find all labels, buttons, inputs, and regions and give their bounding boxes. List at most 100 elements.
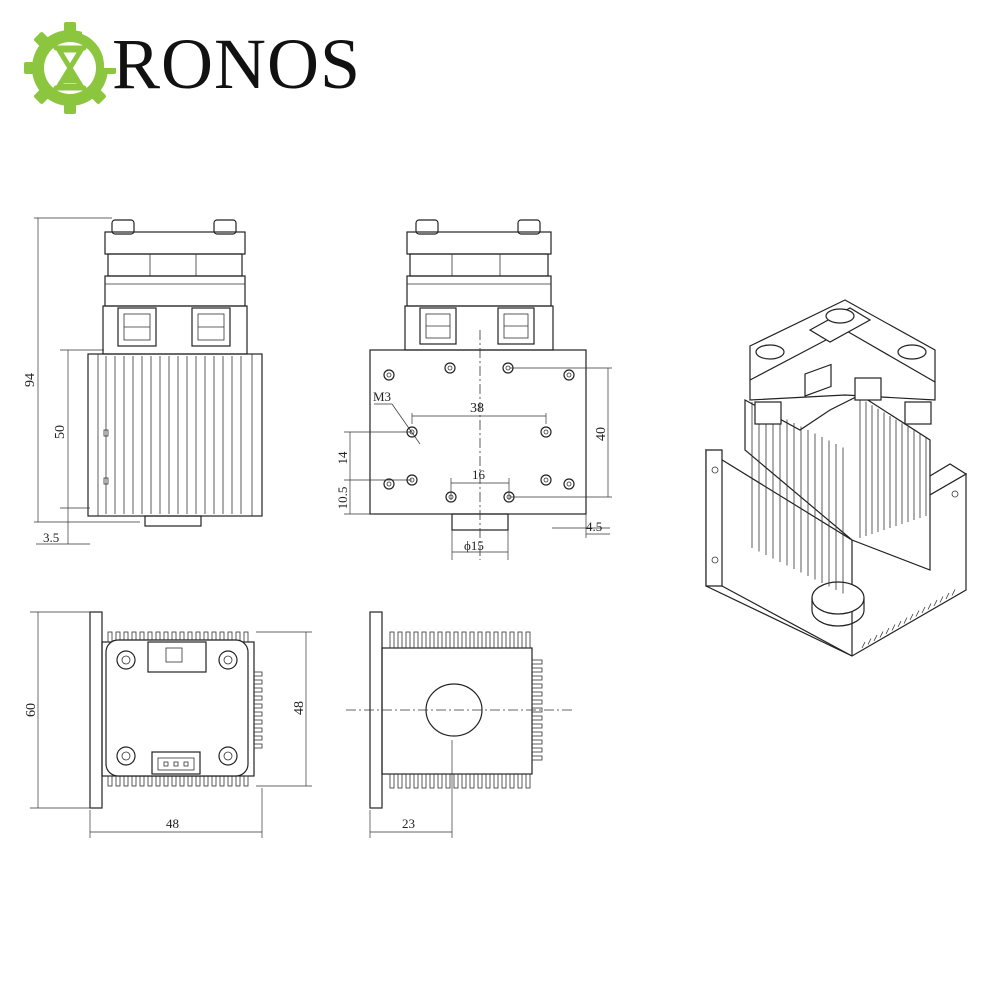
fin-tooth [227, 775, 233, 787]
fin-tooth [163, 775, 169, 787]
fin-tooth [531, 659, 543, 665]
fin-tooth [413, 773, 419, 789]
fin-tooth [437, 773, 443, 789]
mounting-hole-center [543, 429, 549, 435]
fin-tooth [509, 631, 515, 649]
fin-tooth [485, 631, 491, 649]
mounting-hole [563, 369, 575, 381]
front-heatsink-fins [105, 356, 242, 514]
fin-tooth [171, 775, 177, 787]
fin-tooth [131, 775, 137, 787]
iso-tooth [915, 610, 920, 617]
fin-tooth [485, 773, 491, 789]
fin-tooth [253, 743, 263, 749]
iso-tooth [945, 592, 950, 600]
front-view: 94 50 3.5 [23, 217, 263, 545]
fin-tooth [211, 775, 217, 787]
mounting-hole-center [386, 481, 392, 487]
fin-tooth [453, 773, 459, 789]
iso-tooth [867, 638, 872, 645]
iso-tooth [921, 606, 926, 614]
fin-tooth [187, 775, 193, 787]
dim-14: 14 [335, 451, 350, 465]
dim-4-5: 4.5 [586, 519, 602, 534]
fin-tooth [437, 631, 443, 649]
fin-tooth [253, 719, 263, 725]
fin-tooth [445, 773, 451, 789]
fin-tooth [253, 687, 263, 693]
isometric-base-teeth [861, 589, 956, 649]
fin-tooth [253, 711, 263, 717]
fin-tooth [413, 631, 419, 649]
fin-tooth [235, 775, 241, 787]
fin-tooth [139, 775, 145, 787]
dim-48-vertical: 48 [292, 701, 307, 715]
fin-tooth [115, 775, 121, 787]
fin-tooth [253, 671, 263, 677]
iso-tooth [903, 617, 908, 624]
fin-tooth [421, 773, 427, 789]
isometric-heatsink-fins [751, 398, 927, 594]
section-heatsink-fins [389, 631, 543, 789]
mounting-hole [444, 362, 456, 374]
fin-tooth [243, 775, 249, 787]
dim-10-5: 10.5 [335, 487, 350, 510]
fin-tooth [531, 715, 543, 721]
bottom-view: 60 48 48 [24, 611, 312, 838]
connector-icon [151, 751, 201, 775]
isometric-view [705, 299, 968, 657]
fin-tooth [123, 775, 129, 787]
bottom-screw-holes [116, 650, 238, 766]
fin-tooth [405, 631, 411, 649]
mounting-hole [563, 478, 575, 490]
fin-tooth [501, 773, 507, 789]
fin-tooth [389, 773, 395, 789]
fin-tooth [531, 723, 543, 729]
mounting-hole-center [386, 372, 392, 378]
fin-tooth [405, 773, 411, 789]
fin-tooth [501, 631, 507, 649]
dim-3-5: 3.5 [43, 530, 59, 545]
fin-tooth [525, 631, 531, 649]
fin-tooth [531, 667, 543, 673]
iso-tooth [861, 641, 866, 649]
fin-tooth [477, 773, 483, 789]
fin-tooth [531, 699, 543, 705]
fin-tooth [253, 735, 263, 741]
fin-tooth [397, 773, 403, 789]
fin-tooth [243, 631, 249, 643]
section-view: 23 [346, 611, 574, 838]
fin-tooth [445, 631, 451, 649]
mounting-hole [383, 478, 395, 490]
fin-tooth [179, 775, 185, 787]
dim-m3: M3 [373, 389, 391, 404]
fin-tooth [147, 775, 153, 787]
dim-diameter-15: ϕ15 [464, 538, 484, 553]
fin-tooth [107, 631, 113, 643]
side-view: 38 M3 40 14 10.5 16 4.5 ϕ1 [335, 219, 612, 560]
dim-60: 60 [24, 703, 39, 717]
fin-tooth [531, 675, 543, 681]
fin-tooth [531, 683, 543, 689]
mounting-hole-center [543, 477, 549, 483]
fin-tooth [461, 631, 467, 649]
fin-tooth [453, 631, 459, 649]
fin-tooth [155, 775, 161, 787]
dim-48-horizontal: 48 [166, 816, 179, 831]
fin-tooth [509, 773, 515, 789]
mounting-hole [540, 474, 552, 486]
iso-tooth [897, 620, 902, 628]
fin-tooth [219, 775, 225, 787]
fin-tooth [493, 631, 499, 649]
fin-tooth [531, 739, 543, 745]
dim-40: 40 [594, 427, 609, 441]
fin-tooth [531, 747, 543, 753]
fin-tooth [389, 631, 395, 649]
fin-tooth [195, 775, 201, 787]
fin-tooth [531, 731, 543, 737]
mounting-hole-center [505, 365, 511, 371]
dim-50: 50 [53, 425, 68, 439]
fin-tooth [531, 755, 543, 761]
fin-tooth [531, 691, 543, 697]
